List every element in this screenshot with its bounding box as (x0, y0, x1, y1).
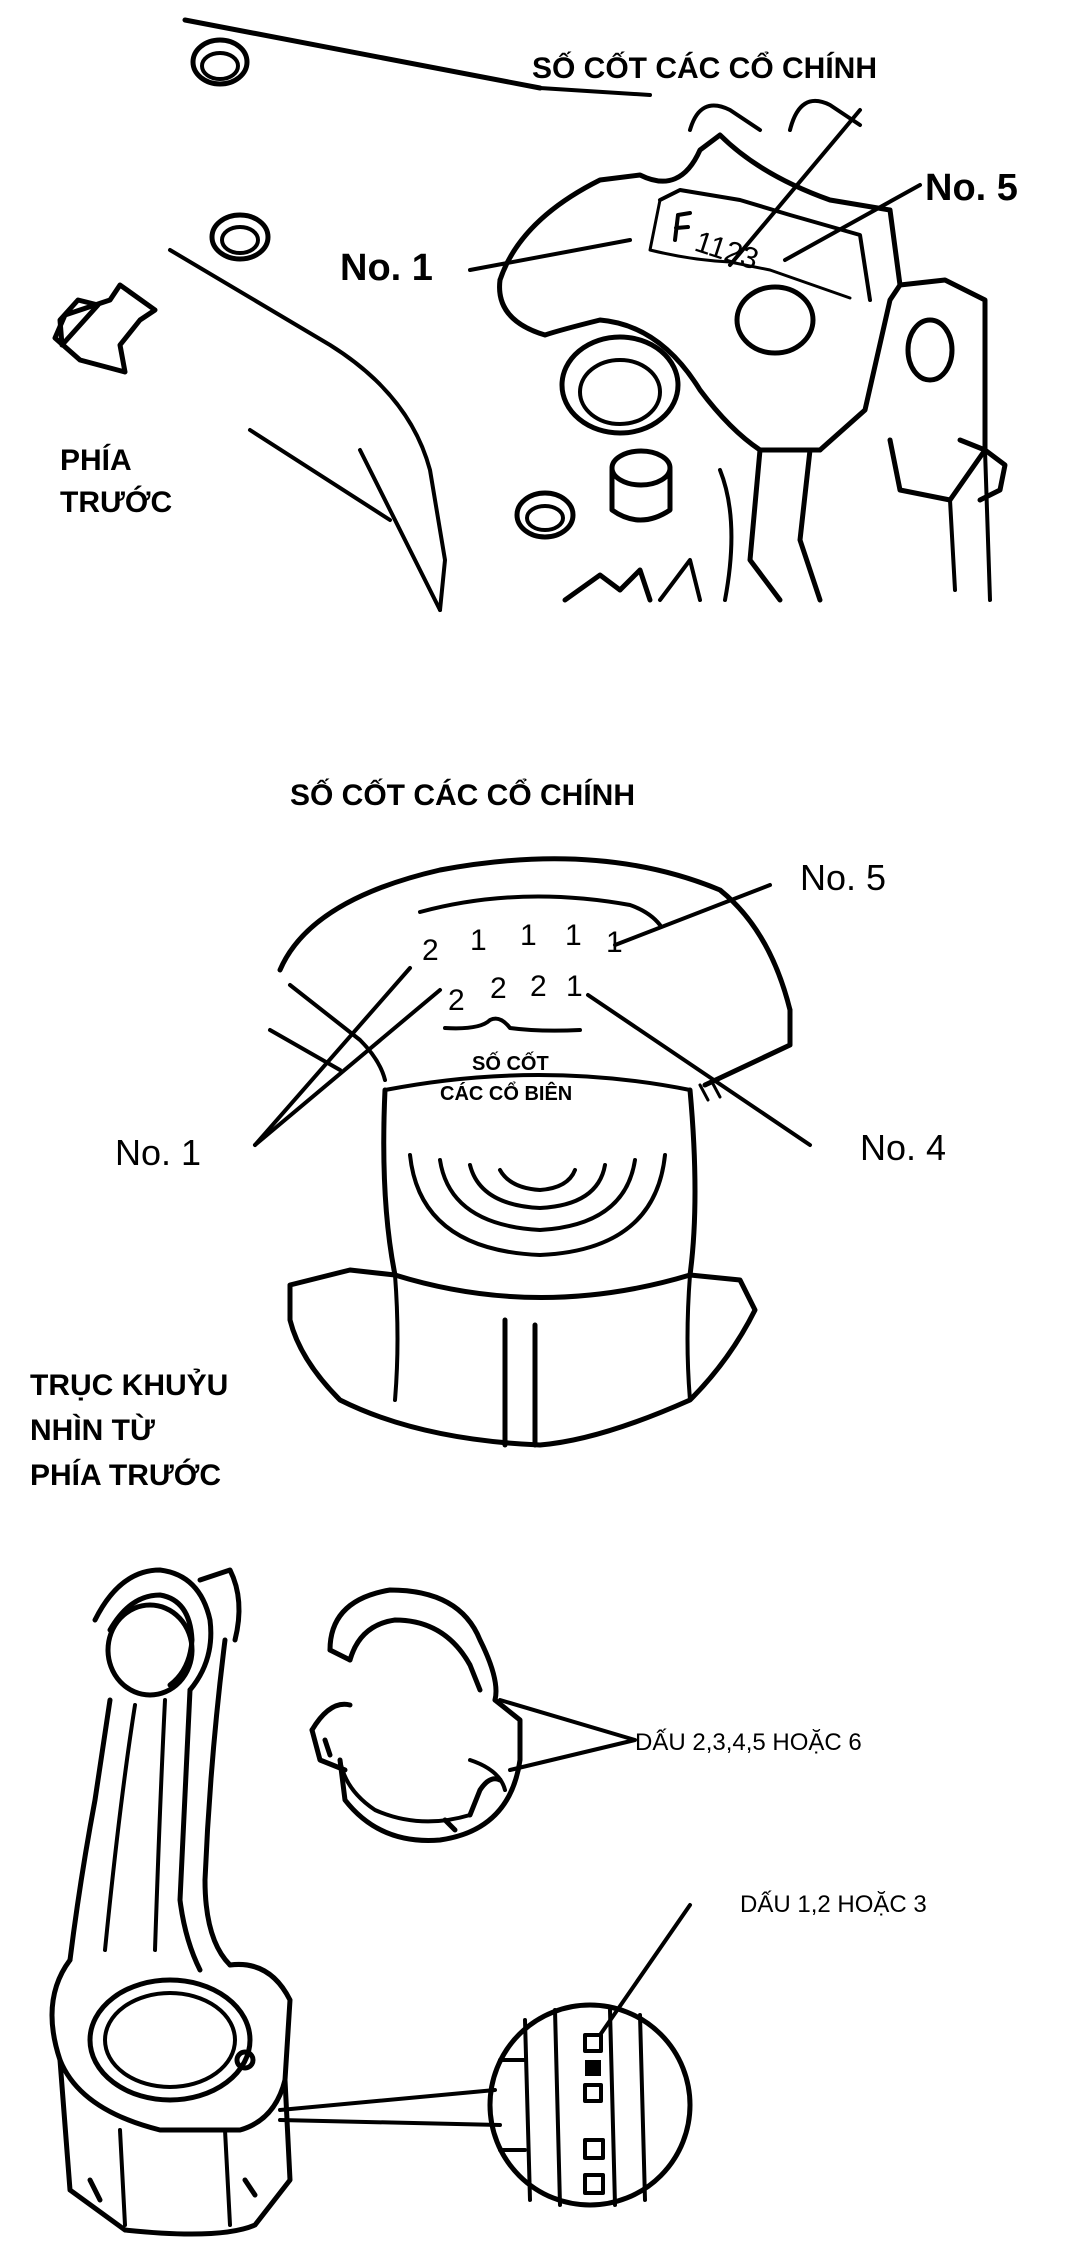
top-label-no5: No. 5 (925, 167, 1018, 209)
pin-journal-label-line2: CÁC CỔ BIÊN (440, 1081, 572, 1105)
front-label-line1: PHÍA (60, 443, 132, 477)
bearing-shell-illustration (309, 1587, 637, 1843)
pin-digit-2: 2 (490, 972, 507, 1005)
crank-view-caption-line2: NHÌN TỪ (30, 1413, 155, 1447)
main-digit-3: 1 (520, 919, 537, 952)
front-label-line2: TRƯỚC (60, 485, 172, 519)
top-main-journal-title: SỐ CỐT CÁC CỔ CHÍNH (532, 51, 877, 85)
main-digit-5: 1 (606, 926, 623, 959)
main-digit-2: 1 (470, 924, 487, 957)
engine-block-illustration: 1123 (52, 17, 1008, 612)
pin-journal-label-line1: SỐ CỐT (472, 1051, 549, 1075)
main-digit-4: 1 (565, 919, 582, 952)
main-digit-1: 2 (422, 934, 439, 967)
crankshaft-illustration (253, 856, 812, 1448)
crank-label-no4: No. 4 (860, 1127, 946, 1168)
bearing-mark-label: DẤU 2,3,4,5 HOẶC 6 (635, 1728, 862, 1756)
crank-main-journal-title: SỐ CỐT CÁC CỔ CHÍNH (290, 778, 635, 812)
stamped-code-text: 1123 (691, 225, 763, 276)
main-journal-digits: 2 1 1 1 1 (422, 919, 623, 967)
crank-view-caption-line1: TRỤC KHUỶU (30, 1368, 228, 1402)
pin-digit-3: 2 (530, 970, 547, 1003)
rod-mark-label: DẤU 1,2 HOẶC 3 (740, 1890, 927, 1918)
pin-journal-digits: 2 2 2 1 (448, 970, 583, 1017)
rod-mark-zoom-illustration (278, 1903, 693, 2208)
connecting-rod-illustration (49, 1567, 293, 2237)
pin-digit-4: 1 (566, 970, 583, 1003)
top-label-no1: No. 1 (340, 247, 433, 289)
crank-label-no1: No. 1 (115, 1132, 201, 1173)
pin-digit-1: 2 (448, 984, 465, 1017)
crank-view-caption-line3: PHÍA TRƯỚC (30, 1458, 221, 1492)
crank-label-no5: No. 5 (800, 857, 886, 898)
